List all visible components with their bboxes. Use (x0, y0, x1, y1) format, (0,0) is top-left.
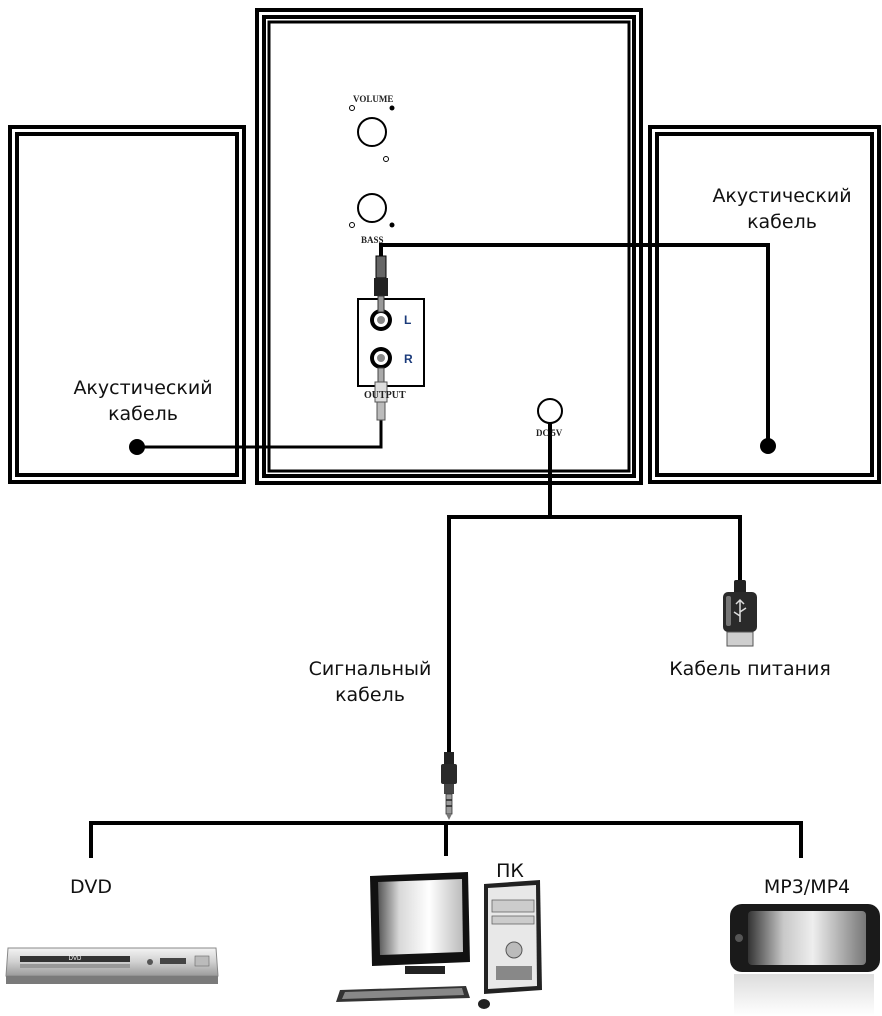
left-jack-label: L (404, 313, 412, 327)
signal-cable-label: Сигнальный кабель (290, 656, 450, 708)
audio-jack-plug-icon (441, 752, 457, 820)
right-cable-label-line2: кабель (747, 211, 817, 233)
dc-5v-label: DC 5V (536, 428, 563, 438)
volume-label: VOLUME (353, 94, 394, 104)
left-speaker-cable-label: Акустический кабель (58, 375, 228, 427)
right-speaker-cable-label: Акустический кабель (697, 183, 867, 235)
output-label: OUTPUT (364, 390, 406, 401)
signal-cable-label-line2: кабель (335, 684, 405, 706)
dvd-label: DVD (70, 876, 112, 898)
right-cable-label-line1: Акустический (712, 185, 852, 207)
signal-cable-label-line1: Сигнальный (308, 658, 432, 680)
pc-computer-icon (336, 872, 542, 1009)
left-speaker-cable (129, 367, 388, 455)
usb-plug-icon (723, 580, 757, 647)
left-output-jack[interactable] (370, 309, 392, 331)
dvd-device-text: DVD (69, 956, 82, 962)
right-output-jack[interactable] (370, 347, 392, 369)
power-cable-label: Кабель питания (669, 658, 831, 680)
bass-knob[interactable] (349, 193, 395, 228)
left-speaker (8, 125, 246, 484)
mp3-player-icon (730, 904, 880, 1016)
bass-label: BASS (361, 235, 384, 245)
output-panel (357, 298, 425, 387)
dc-power-jack[interactable] (537, 398, 563, 424)
left-cable-label-line2: кабель (108, 403, 178, 425)
source-distribution-cable (89, 821, 803, 858)
dvd-player-icon: DVD (5, 947, 219, 984)
volume-knob[interactable] (349, 105, 395, 162)
left-cable-label-line1: Акустический (73, 377, 213, 399)
right-jack-label: R (404, 352, 413, 366)
right-speaker (648, 125, 881, 484)
pc-label: ПК (496, 860, 524, 882)
right-speaker-cable (374, 243, 776, 454)
cable-trunk (447, 423, 742, 760)
mp3-mp4-label: MP3/MP4 (763, 876, 851, 898)
